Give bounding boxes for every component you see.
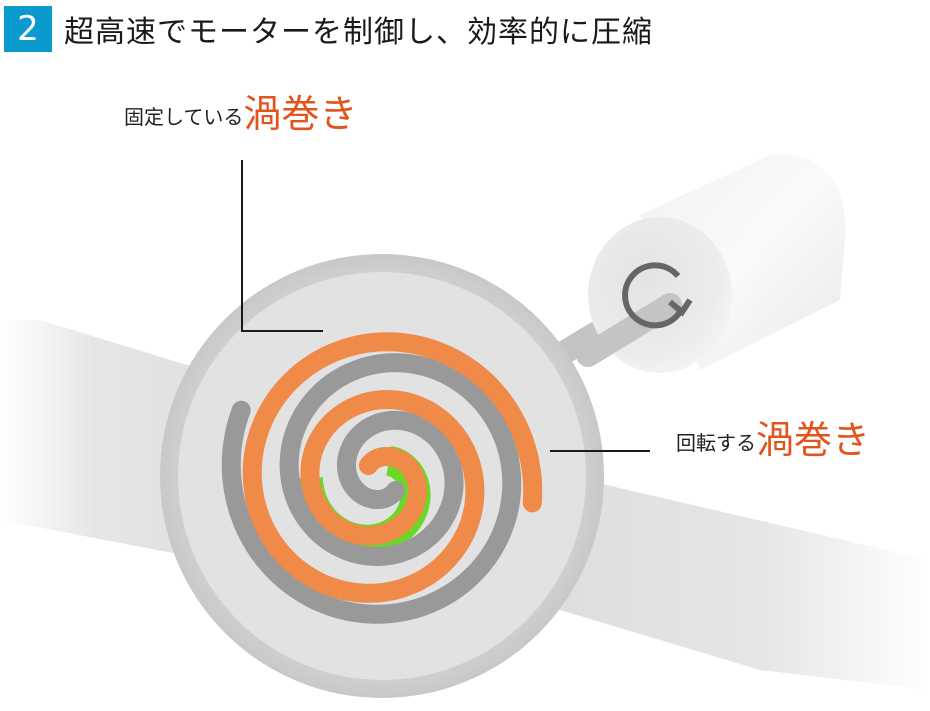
fixed-scroll-label-prefix: 固定している [124, 105, 244, 129]
outlet-pipe [560, 480, 930, 690]
motor [576, 154, 846, 373]
inlet-pipe [0, 320, 210, 560]
orbiting-scroll [242, 332, 543, 603]
title-row: 2 超高速でモーターを制御し、効率的に圧縮 [4, 6, 653, 52]
page-title: 超高速でモーターを制御し、効率的に圧縮 [64, 15, 653, 50]
orbiting-scroll-label-emphasis: 渦巻き [756, 418, 871, 462]
orbiting-scroll-label: 回転する 渦巻き [676, 418, 870, 462]
step-number-badge: 2 [4, 6, 52, 52]
fixed-scroll-leader [241, 160, 323, 332]
rotate-clockwise-icon [622, 262, 693, 329]
orbiting-scroll-label-prefix: 回転する [676, 431, 756, 455]
fixed-scroll-label: 固定している 渦巻き [124, 92, 357, 136]
fixed-scroll [221, 353, 522, 624]
fixed-scroll-label-emphasis: 渦巻き [243, 92, 358, 136]
scroll-set [221, 332, 543, 624]
